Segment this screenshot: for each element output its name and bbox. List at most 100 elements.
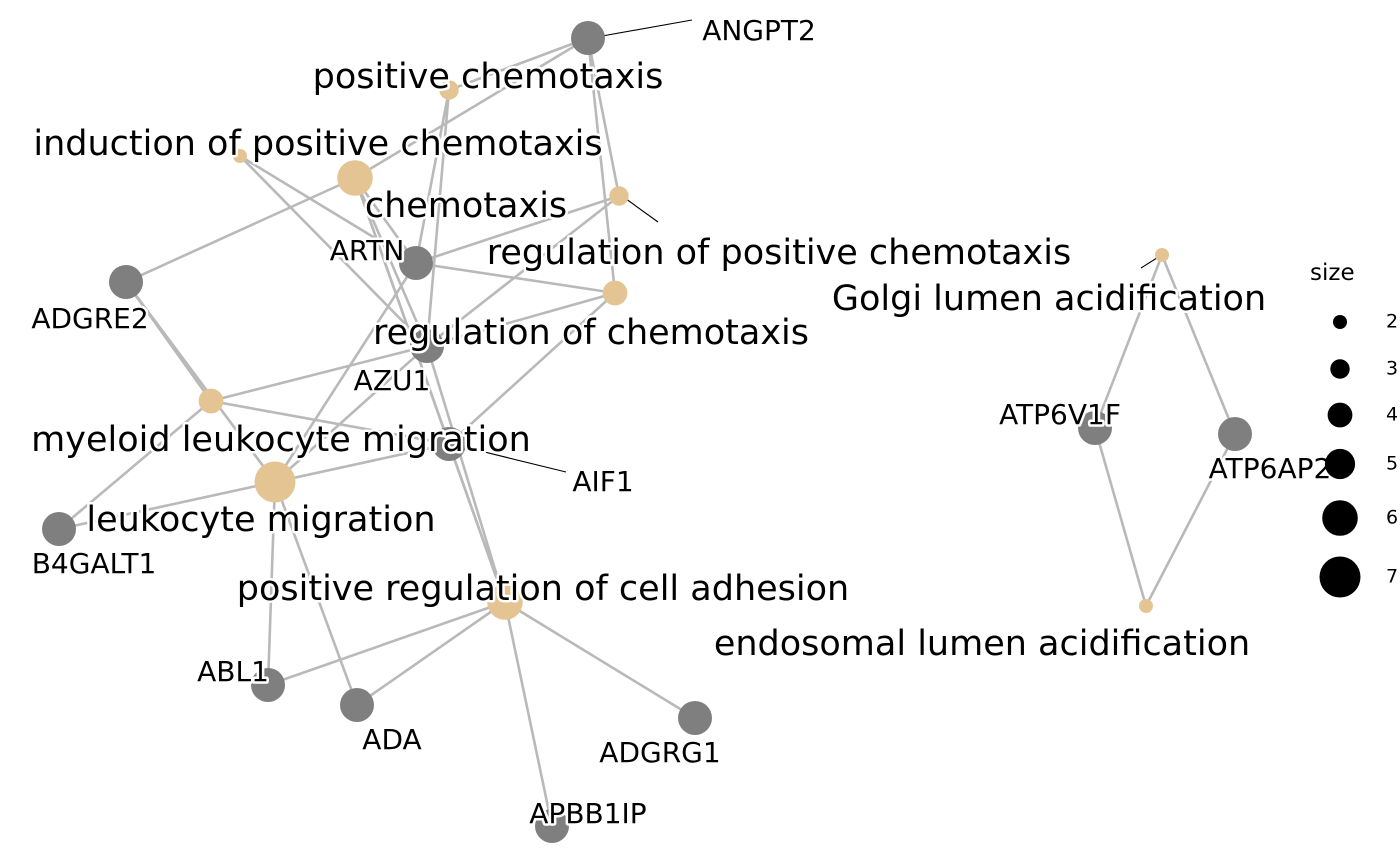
- edge-golgi-atp6v1f: [1093, 254, 1164, 429]
- gene-label-atp6ap2: ATP6AP2: [1209, 452, 1332, 485]
- edge-endo-atp6ap2: [1144, 433, 1237, 607]
- edge-chemo-azu1: [353, 177, 429, 347]
- node-layer: [42, 21, 1252, 843]
- term-label-endo: endosomal lumen acidification: [714, 624, 1250, 664]
- edge-pos-reg-adh-abl1: [267, 600, 506, 687]
- term-label-reg-pos-chemo: regulation of positive chemotaxis: [487, 233, 1071, 273]
- edge-endo-atp6v1f: [1093, 427, 1148, 607]
- edge-chemo-adgre2: [125, 176, 356, 284]
- term-node-pos-reg-adh: [487, 584, 523, 620]
- term-label-reg-chemo: regulation of chemotaxis: [373, 313, 809, 353]
- legend-dot-2: [1333, 315, 1347, 329]
- term-label-myeloid: myeloid leukocyte migration: [31, 420, 531, 460]
- gene-label-atp6v1f: ATP6V1F: [999, 398, 1121, 431]
- edge-leuko-adgre2: [124, 281, 277, 483]
- gene-label-adgrg1: ADGRG1: [599, 736, 720, 769]
- edge-chemo-angpt2: [354, 36, 589, 180]
- edge-reg-chemo-artn: [415, 261, 616, 295]
- legend-label-2: 2: [1386, 311, 1398, 333]
- gene-label-aif1: AIF1: [572, 465, 633, 498]
- legend-label-3: 3: [1386, 358, 1398, 380]
- edge-leuko-artn: [273, 262, 418, 483]
- legend-dot-4: [1327, 402, 1353, 428]
- term-label-pos-chemo: positive chemotaxis: [313, 57, 664, 97]
- gene-label-artn: ARTN: [330, 234, 405, 267]
- legend-title: size: [1310, 260, 1355, 286]
- edge-pos-reg-adh-aif1: [447, 443, 507, 603]
- edge-leuko-ada: [273, 481, 359, 706]
- term-node-golgi: [1155, 248, 1169, 262]
- gene-node-adgrg1: [678, 701, 712, 735]
- gene-node-atp6ap2: [1218, 417, 1252, 451]
- edge-reg-chemo-angpt2: [586, 37, 617, 294]
- legend-dot-3: [1330, 359, 1350, 379]
- term-label-ind-pos-chemo: induction of positive chemotaxis: [33, 124, 602, 164]
- edge-reg-pos-chemo-azu1: [426, 194, 620, 348]
- gene-label-apbb1ip: APBB1IP: [529, 797, 646, 830]
- edge-pos-reg-adh-ada: [356, 600, 506, 707]
- gene-node-angpt2: [571, 21, 605, 55]
- legend-label-4: 4: [1386, 404, 1398, 426]
- gene-label-azu1: AZU1: [354, 364, 431, 397]
- legend-label-7: 7: [1386, 566, 1398, 588]
- gene-label-ada: ADA: [362, 723, 421, 756]
- edge-pos-chemo-angpt2: [448, 36, 589, 92]
- edge-myeloid-azu1: [210, 344, 428, 403]
- edge-pos-reg-adh-adgrg1: [504, 600, 696, 720]
- gene-node-b4galt1: [42, 512, 76, 546]
- gene-node-adgre2: [109, 265, 143, 299]
- leader-line-angpt2: [590, 19, 693, 39]
- gene-node-aif1: [432, 427, 466, 461]
- gene-label-angpt2: ANGPT2: [702, 14, 816, 47]
- term-label-pos-reg-adh: positive regulation of cell adhesion: [237, 569, 849, 609]
- edge-pos-chemo-azu1: [425, 89, 451, 347]
- gene-node-ada: [340, 688, 374, 722]
- edge-leuko-azu1: [274, 345, 428, 483]
- term-node-reg-chemo: [602, 280, 628, 306]
- gene-node-azu1: [410, 329, 444, 363]
- edge-reg-chemo-azu1: [426, 291, 616, 348]
- legend-label-6: 6: [1386, 507, 1398, 529]
- term-node-ind-pos-chemo: [233, 149, 247, 163]
- edge-myeloid-aif1: [210, 399, 450, 446]
- edge-pos-chemo-artn: [414, 89, 451, 264]
- edge-golgi-atp6ap2: [1160, 254, 1237, 435]
- legend-label-5: 5: [1386, 453, 1398, 475]
- term-node-chemo: [337, 160, 373, 196]
- gene-node-abl1: [251, 668, 285, 702]
- term-label-golgi: Golgi lumen acidification: [832, 279, 1266, 319]
- gene-label-b4galt1: B4GALT1: [32, 547, 157, 580]
- size-legend: size 2 3 4 5 6 7: [1310, 260, 1398, 598]
- edge-layer: [58, 36, 1237, 827]
- edge-pos-reg-adh-apbb1ip: [503, 601, 554, 827]
- edge-reg-chemo-aif1: [448, 292, 616, 445]
- term-node-pos-chemo: [439, 80, 459, 100]
- edge-pos-reg-adh-azu1: [425, 345, 507, 603]
- term-node-myeloid: [198, 388, 224, 414]
- legend-dot-7: [1319, 556, 1361, 598]
- term-node-endo: [1139, 599, 1153, 613]
- gene-node-atp6v1f: [1078, 411, 1112, 445]
- gene-label-abl1: ABL1: [197, 655, 269, 688]
- leader-line-aif1: [451, 443, 567, 473]
- edge-ind-pos-chemo-artn: [239, 154, 417, 265]
- term-label-chemo: chemotaxis: [365, 186, 567, 226]
- edge-myeloid-b4galt1: [58, 400, 212, 530]
- term-label-leuko: leukocyte migration: [86, 500, 435, 540]
- edge-reg-pos-chemo-angpt2: [586, 37, 621, 197]
- leader-line-reg-pos-chemo: [621, 195, 659, 223]
- term-node-leuko: [254, 461, 296, 503]
- gene-node-apbb1ip: [535, 809, 569, 843]
- edge-ind-pos-chemo-azu1: [239, 155, 428, 347]
- gene-node-artn: [399, 246, 433, 280]
- legend-dot-6: [1322, 500, 1358, 536]
- term-node-reg-pos-chemo: [609, 186, 629, 206]
- edge-leuko-b4galt1: [58, 480, 276, 531]
- edge-leuko-abl1: [266, 481, 277, 686]
- edge-leuko-aif1: [274, 442, 450, 484]
- edge-reg-pos-chemo-artn: [415, 194, 620, 265]
- legend-dot-5: [1324, 448, 1356, 480]
- gene-label-adgre2: ADGRE2: [31, 302, 148, 335]
